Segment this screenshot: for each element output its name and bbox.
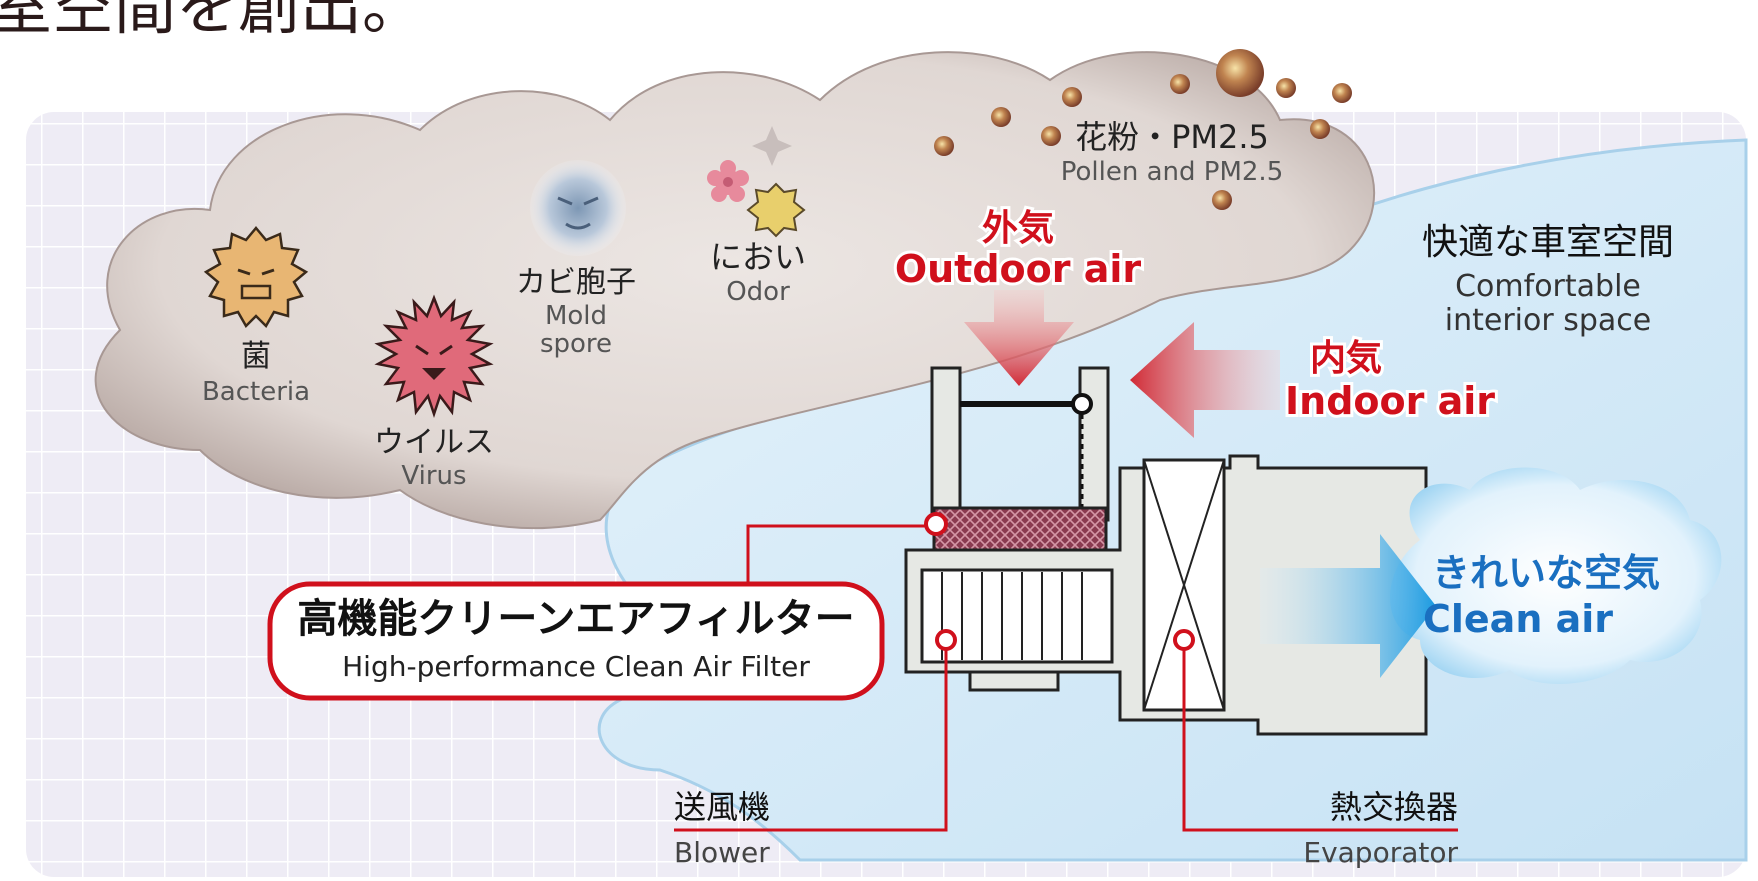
bacteria-label-en: Bacteria	[202, 377, 310, 407]
blower-label-jp: 送風機	[674, 788, 770, 826]
page-heading-fragment: 室空間を創出。	[0, 0, 424, 43]
outdoor-air-label-jp: 外気	[982, 208, 1054, 249]
mold-icon	[530, 160, 626, 256]
mold-label-jp: カビ胞子	[516, 265, 636, 300]
indoor-air-arrow	[1130, 322, 1280, 438]
evaporator-pointer	[1173, 629, 1195, 651]
comfortable-space-en-1: Comfortable	[1455, 269, 1641, 304]
pollen-label-jp: 花粉・PM2.5	[1075, 118, 1269, 156]
blower-pointer	[935, 629, 957, 651]
mold-label-en-2: spore	[540, 329, 612, 359]
evaporator-label-jp: 熱交換器	[1330, 788, 1458, 826]
clean-air-filter	[932, 506, 1108, 552]
clean-air-label-jp: きれいな空気	[1432, 551, 1660, 595]
virus-label-en: Virus	[401, 461, 466, 491]
bacteria-label-jp: 菌	[241, 339, 271, 374]
virus-icon	[374, 294, 494, 418]
outdoor-air-label-en: Outdoor air	[895, 247, 1142, 291]
evaporator-leader-line	[1182, 649, 1458, 832]
comfortable-space-jp: 快適な車室空間	[1422, 222, 1674, 263]
blower-leader-line	[674, 649, 948, 832]
blower-label-en: Blower	[674, 836, 770, 869]
pollen-label-en: Pollen and PM2.5	[1061, 157, 1284, 187]
filter-label-jp: 高機能クリーンエアフィルター	[297, 596, 854, 642]
odor-icon	[707, 126, 806, 238]
clean-air-arrow	[1260, 534, 1436, 678]
odor-label-jp: におい	[710, 238, 806, 276]
virus-label-jp: ウイルス	[374, 425, 494, 460]
clean-air-cloud	[1390, 467, 1722, 684]
hvac-unit	[904, 366, 1428, 736]
indoor-air-label-jp: 内気	[1310, 338, 1382, 379]
filter-leader-line	[746, 524, 934, 584]
filter-pointer	[924, 512, 948, 536]
comfortable-space-en-2: interior space	[1445, 303, 1651, 338]
filter-label-en: High-performance Clean Air Filter	[342, 650, 810, 683]
filter-callout-box	[267, 581, 885, 701]
outdoor-air-arrow	[964, 290, 1074, 386]
clean-air-label-en: Clean air	[1423, 597, 1613, 641]
evaporator-label-en: Evaporator	[1303, 836, 1458, 869]
pollen-particles	[934, 49, 1352, 210]
odor-label-en: Odor	[726, 277, 790, 307]
indoor-air-label-en: Indoor air	[1285, 379, 1495, 423]
bacteria-icon	[203, 226, 309, 329]
mold-label-en-1: Mold	[545, 301, 607, 331]
